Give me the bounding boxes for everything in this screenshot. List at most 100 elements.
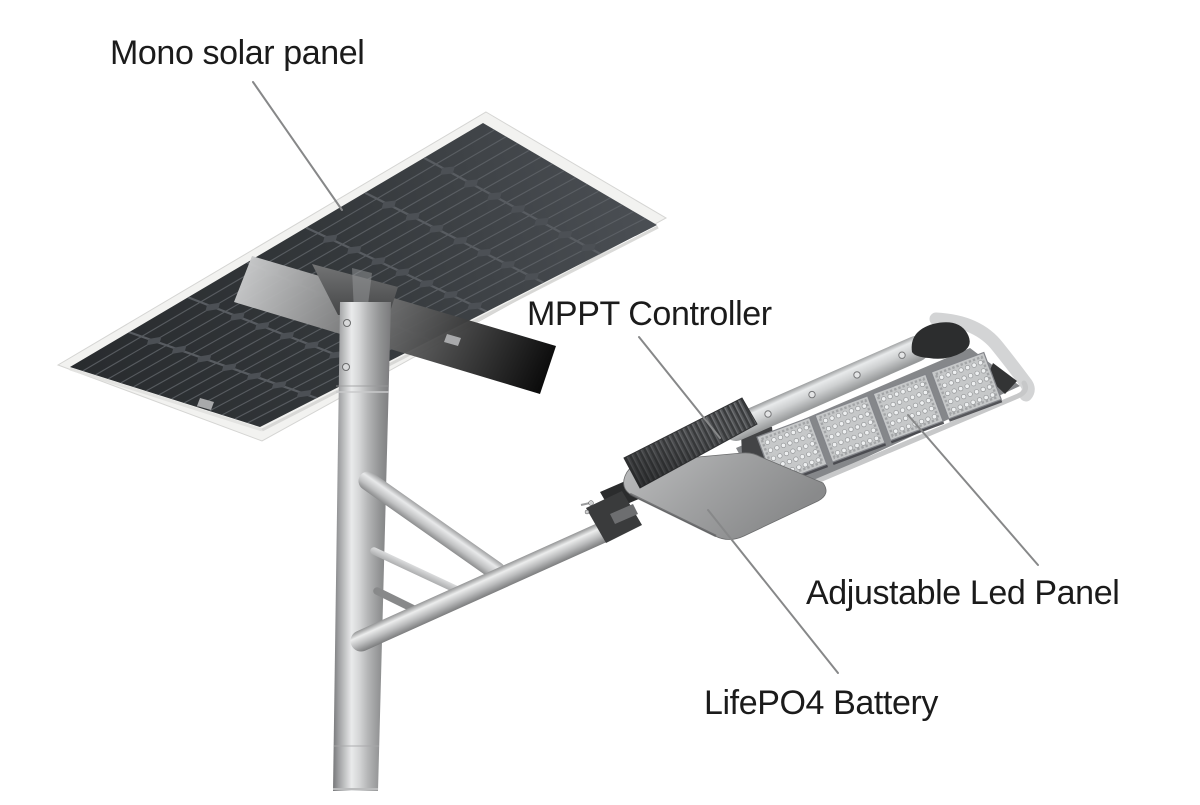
led-lens (890, 420, 896, 426)
led-lens (925, 398, 932, 404)
led-module-ribbed-rim (818, 398, 883, 460)
led-lens (787, 440, 793, 446)
led-lens (842, 410, 848, 416)
led-lens (964, 383, 970, 389)
truss-rung (370, 547, 470, 598)
panel-mount-tab-left (197, 398, 214, 410)
led-lens (835, 431, 841, 437)
led-lens (800, 435, 806, 441)
led-lens (858, 414, 864, 420)
led-lens (832, 423, 838, 429)
led-lens (967, 391, 973, 397)
led-lens (989, 392, 996, 398)
led-lens (793, 438, 799, 444)
pole-shaft (333, 302, 391, 791)
led-lens (829, 415, 835, 421)
led-lens (977, 360, 984, 366)
led-lens (764, 439, 771, 445)
leader-line-mppt-controller (638, 336, 721, 439)
led-lens (793, 456, 799, 462)
led-lens (812, 449, 818, 455)
leader-line-led-panel (907, 414, 1039, 566)
led-module-ribbed-rim (934, 355, 999, 416)
led-lens (809, 441, 815, 447)
led-lens (916, 392, 922, 398)
clamp-screw (588, 500, 594, 506)
clamp-slot (610, 504, 638, 524)
led-lens (896, 418, 902, 424)
led-lens (841, 447, 847, 453)
led-lens (970, 399, 976, 405)
led-lens (770, 455, 777, 461)
rail-screw (808, 390, 816, 399)
led-lens (809, 459, 815, 465)
led-lens (893, 410, 899, 416)
led-lens (893, 428, 899, 434)
led-lens (951, 388, 957, 394)
led-lens (790, 429, 796, 436)
led-lens (945, 372, 951, 378)
led-street-light-fixture (580, 312, 1035, 543)
led-lens (954, 396, 960, 402)
led-lens (845, 418, 851, 424)
led-lens (893, 391, 900, 397)
battery-housing-body (623, 452, 827, 540)
heatsink-shading (624, 398, 757, 488)
led-lens (948, 380, 954, 386)
led-lens (854, 424, 861, 430)
led-lens (796, 446, 802, 452)
led-lens (881, 396, 887, 402)
led-lens (931, 414, 938, 420)
led-lens (803, 425, 809, 431)
led-lens (873, 435, 880, 441)
label-adjustable-led-panel: Adjustable Led Panel (806, 574, 1120, 612)
led-lens (838, 421, 845, 427)
led-lens (983, 394, 989, 401)
led-lens (939, 374, 945, 380)
fixture-bottom-rim (767, 380, 1028, 504)
main-arm-tube (350, 518, 621, 652)
led-lens (922, 408, 928, 414)
pole-top-cone-highlight (352, 268, 372, 313)
led-lens (857, 432, 864, 438)
arm-truss (350, 471, 621, 652)
led-lens (861, 403, 867, 409)
led-lens (784, 432, 790, 438)
led-lens (942, 382, 948, 388)
led-lens (964, 365, 971, 371)
led-lens (777, 434, 784, 440)
led-lens (896, 399, 903, 405)
led-lens (964, 402, 970, 408)
led-lens (909, 394, 916, 400)
panel-bottom-rim (69, 367, 263, 432)
led-lens (948, 398, 954, 404)
led-lens (974, 370, 980, 376)
led-lens (848, 408, 855, 414)
led-lens (864, 411, 870, 417)
led-lens (980, 386, 986, 392)
led-lens (780, 442, 787, 448)
led-lens (906, 405, 912, 411)
fixture-right-rim (929, 312, 1035, 402)
led-lens (867, 438, 873, 444)
mppt-controller-heatsink (623, 397, 758, 489)
led-lens (851, 416, 858, 422)
rail-screws (764, 351, 906, 418)
led-lens (861, 422, 867, 428)
led-lens (915, 410, 922, 416)
led-lens (844, 437, 851, 443)
led-lens (864, 430, 870, 436)
led-lens (838, 439, 844, 445)
led-lens (786, 458, 793, 465)
led-lens (790, 448, 796, 454)
led-lens (925, 416, 931, 422)
led-lens (815, 457, 821, 463)
led-lens (847, 445, 854, 451)
led-lens (958, 386, 964, 392)
pole-screw (342, 363, 350, 371)
led-lens (884, 404, 890, 410)
led-lens (797, 427, 803, 433)
led-lens (851, 434, 857, 441)
